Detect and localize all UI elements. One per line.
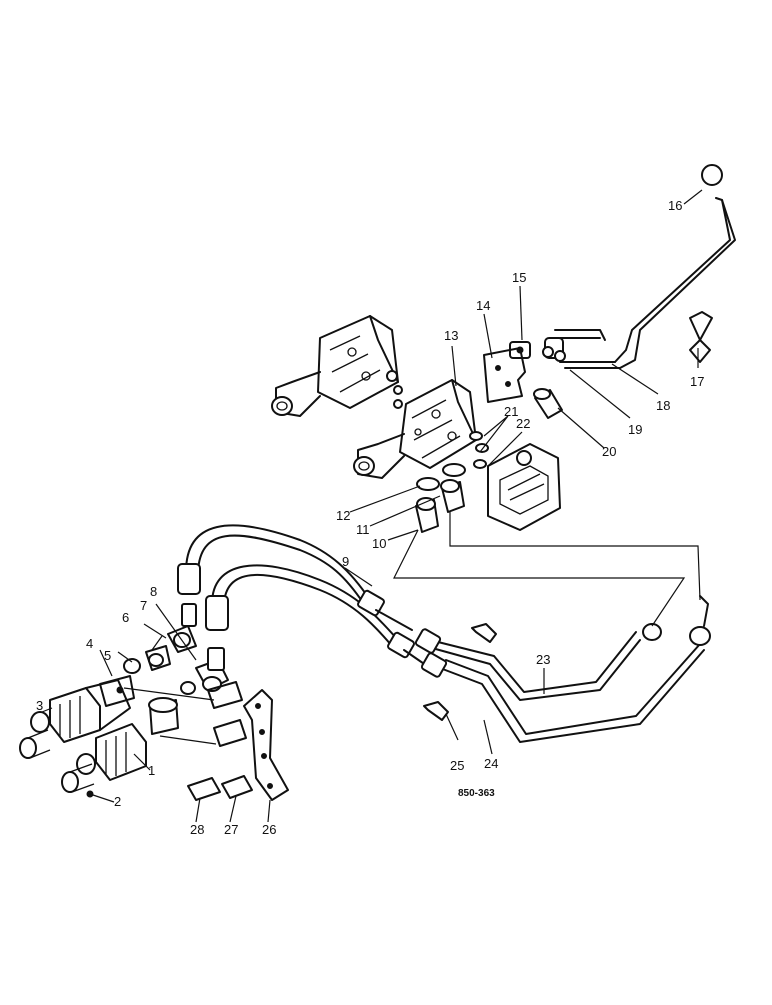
quick-coupler-lower (61, 723, 147, 798)
elbow-7 (167, 603, 197, 653)
callout-9: 9 (342, 554, 349, 569)
pivot-pin (533, 388, 563, 419)
callout-23: 23 (536, 652, 550, 667)
clamp-27 (221, 775, 253, 799)
adapter-fitting-10 (415, 497, 439, 533)
callout-21: 21 (504, 404, 518, 419)
callout-27: 27 (224, 822, 238, 837)
seal-rings (123, 658, 196, 695)
valve-end-cover (487, 443, 561, 531)
clamp-28 (187, 777, 221, 801)
callout-1: 1 (148, 763, 155, 778)
callout-28: 28 (190, 822, 204, 837)
callout-24: 24 (484, 756, 498, 771)
callout-19: 19 (628, 422, 642, 437)
lever-knob (701, 164, 723, 186)
callout-17: 17 (690, 374, 704, 389)
clamp-half-upper (207, 681, 247, 747)
elbow-8 (195, 647, 229, 692)
quick-coupler-upper (19, 679, 131, 759)
callout-15: 15 (512, 270, 526, 285)
valve-bracket (483, 347, 526, 403)
o-rings (416, 463, 466, 491)
callout-4: 4 (86, 636, 93, 651)
tube-clips (423, 623, 497, 721)
drawing-reference: 850-363 (458, 788, 495, 799)
callout-16: 16 (668, 198, 682, 213)
callout-labels: 1 2 3 4 5 6 7 8 9 10 11 12 13 14 15 16 1… (36, 198, 704, 837)
callout-14: 14 (476, 298, 490, 313)
callout-10: 10 (372, 536, 386, 551)
callout-8: 8 (150, 584, 157, 599)
callout-2: 2 (114, 794, 121, 809)
control-valve-front (353, 379, 489, 479)
callout-12: 12 (336, 508, 350, 523)
control-valve-rear (271, 315, 403, 417)
steel-tubes (414, 595, 711, 743)
callout-5: 5 (104, 648, 111, 663)
spring-clip (689, 311, 713, 363)
callout-13: 13 (444, 328, 458, 343)
hydraulic-hoses (177, 524, 431, 669)
callout-26: 26 (262, 822, 276, 837)
support-plate (243, 689, 289, 801)
callout-20: 20 (602, 444, 616, 459)
callout-6: 6 (122, 610, 129, 625)
callout-18: 18 (656, 398, 670, 413)
callout-25: 25 (450, 758, 464, 773)
callout-22: 22 (516, 416, 530, 431)
coupler-sleeve (148, 697, 179, 735)
control-lever (542, 164, 736, 369)
leader-lines (41, 189, 703, 823)
callout-3: 3 (36, 698, 43, 713)
callout-7: 7 (140, 598, 147, 613)
adapter-fitting-11 (440, 479, 465, 513)
callout-11: 11 (356, 522, 370, 537)
adapter-6 (145, 645, 171, 671)
